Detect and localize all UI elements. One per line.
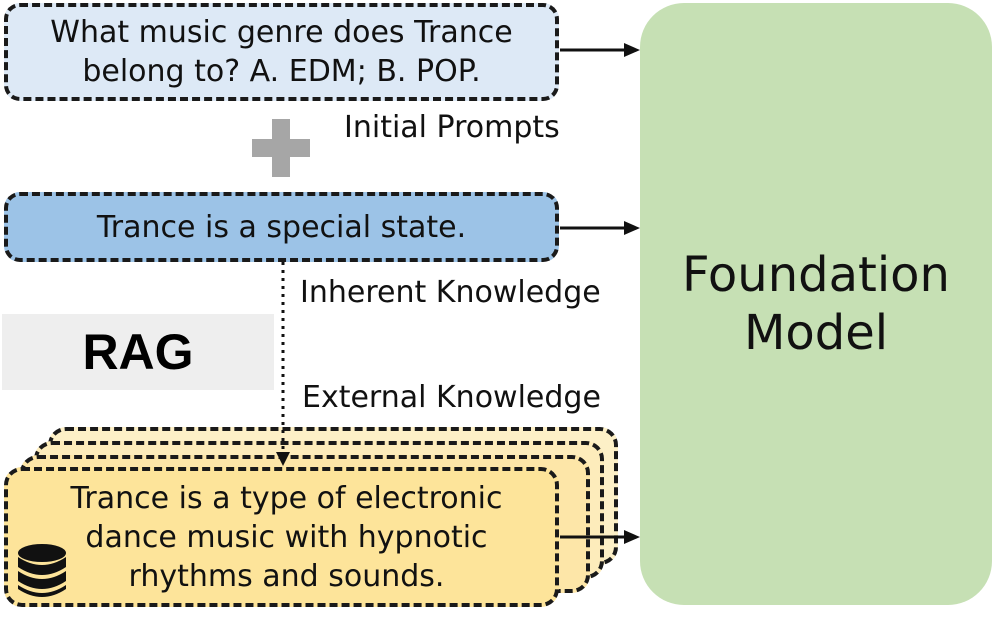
database-icon [18, 544, 66, 597]
foundation-model-line1: Foundation [682, 247, 950, 303]
query-text-line1: What music genre does Trance [50, 15, 513, 50]
inherent-knowledge-box: Trance is a special state. [4, 192, 559, 262]
inherent-knowledge-label: Inherent Knowledge [300, 275, 601, 310]
foundation-model-box: Foundation Model [640, 3, 992, 605]
external-text-line2: dance music with hypnotic [85, 519, 488, 555]
query-text-line2: belong to? A. EDM; B. POP. [82, 54, 481, 89]
query-arrowhead [624, 43, 640, 57]
rag-label: RAG [82, 324, 194, 380]
inherent-knowledge-text: Trance is a special state. [96, 209, 467, 245]
external-knowledge-label: External Knowledge [302, 380, 601, 415]
retrieval-arrowhead [276, 452, 290, 466]
foundation-model-line2: Model [743, 305, 889, 361]
external-arrowhead [624, 530, 640, 544]
rag-banner: RAG [2, 314, 274, 390]
query-box: What music genre does Trance belong to? … [4, 3, 559, 101]
plus-icon-vertical [272, 119, 290, 177]
initial-prompts-label: Initial Prompts [344, 110, 560, 145]
external-text-line1: Trance is a type of electronic [70, 480, 503, 516]
external-text-line3: rhythms and sounds. [128, 558, 445, 594]
inherent-arrowhead [624, 221, 640, 235]
external-knowledge-box: Trance is a type of electronic dance mus… [4, 467, 559, 607]
